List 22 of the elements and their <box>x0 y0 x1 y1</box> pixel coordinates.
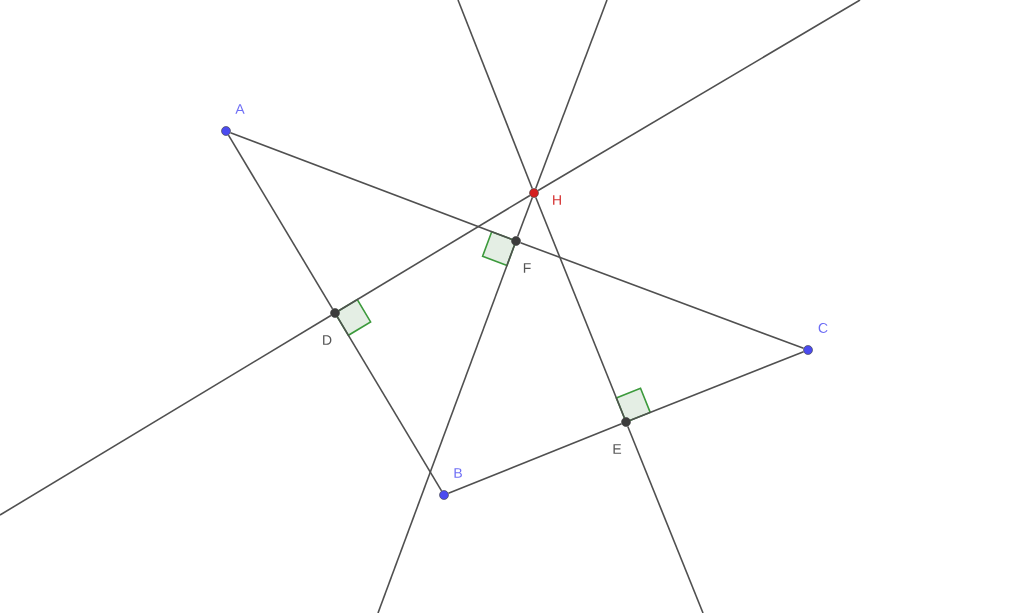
line <box>537 0 861 192</box>
line <box>227 134 334 310</box>
point-label: E <box>613 444 622 454</box>
point-label: D <box>323 335 332 345</box>
line <box>535 196 625 419</box>
line <box>534 0 608 190</box>
point-label: C <box>818 323 828 333</box>
line <box>0 314 332 516</box>
point-label: A <box>235 104 245 114</box>
line <box>457 0 534 190</box>
line <box>377 244 516 613</box>
line <box>447 423 623 495</box>
line <box>229 131 513 241</box>
line <box>516 196 534 238</box>
point-label: F <box>523 263 531 273</box>
line <box>338 194 531 312</box>
line <box>627 425 704 613</box>
line <box>629 350 805 422</box>
line <box>336 316 443 492</box>
point-label: H <box>553 195 561 205</box>
point-label: B <box>454 468 462 478</box>
line <box>519 241 805 350</box>
